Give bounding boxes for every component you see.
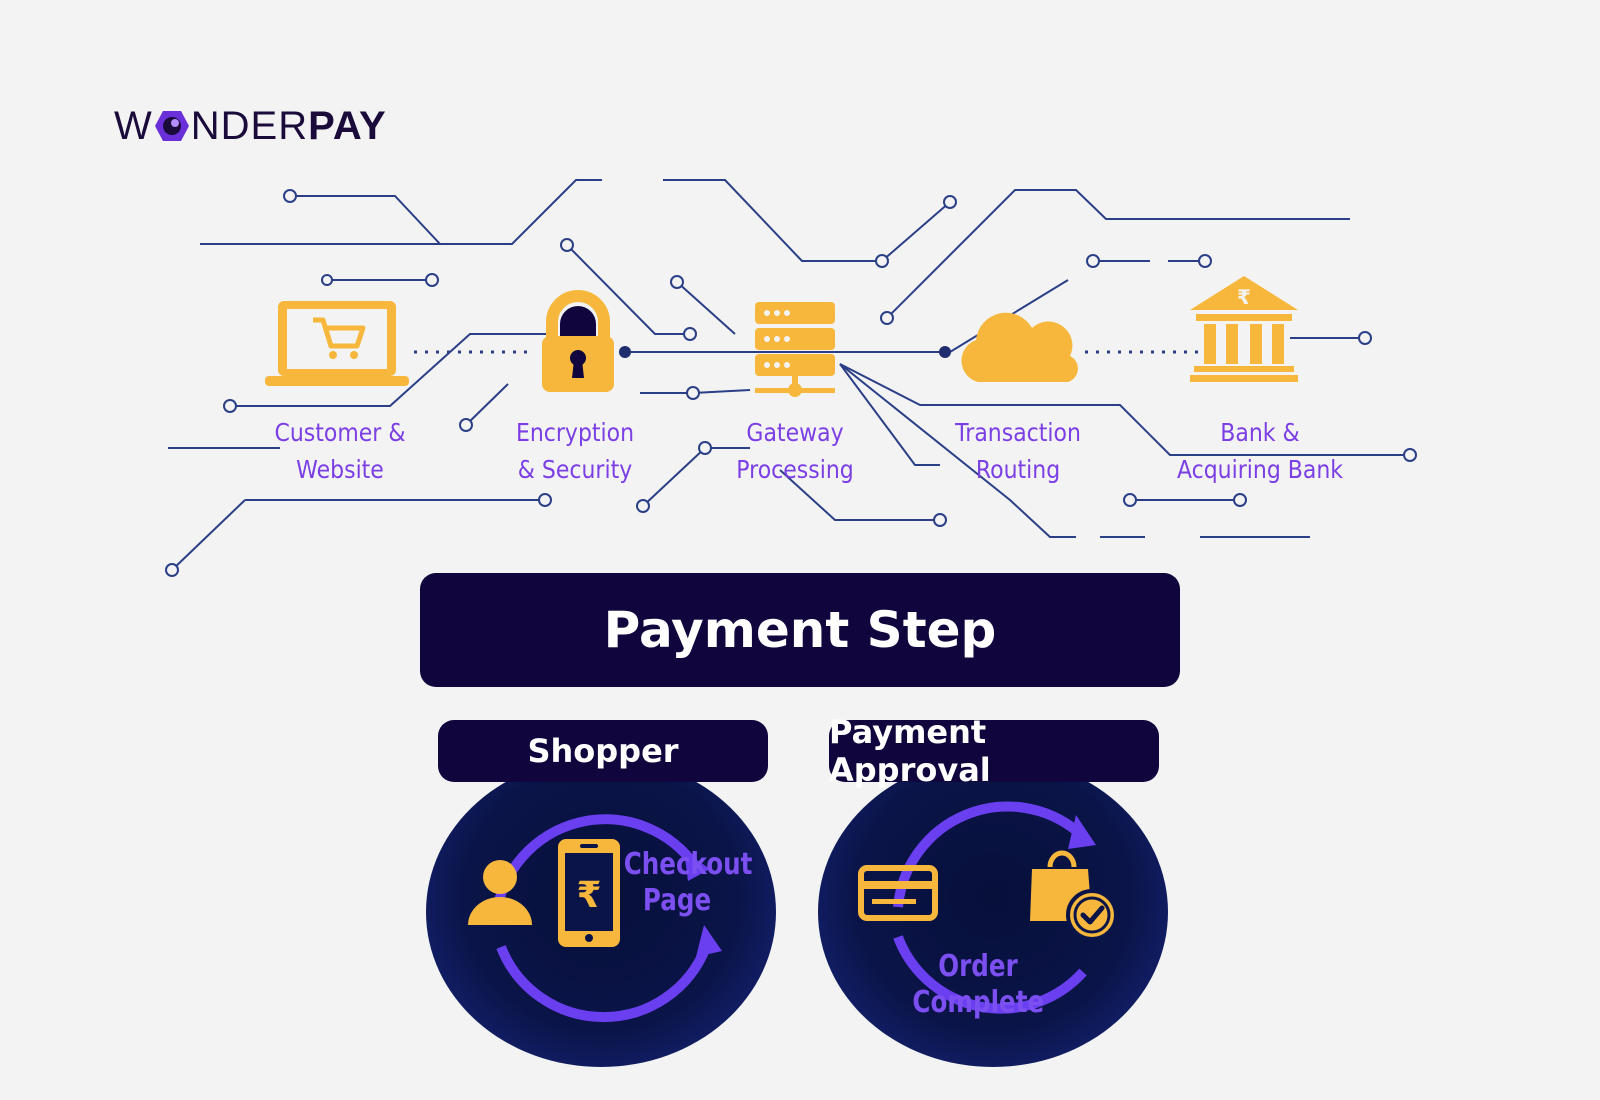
order-line2: Complete: [912, 985, 1045, 1020]
svg-text:₹: ₹: [1237, 285, 1251, 309]
wonderpay-logo: W NDER PAY: [114, 104, 387, 148]
node-label-line1: Gateway: [746, 418, 844, 447]
circuit-diagram: ₹: [165, 179, 1417, 577]
payment-approval-disc: Order Complete: [818, 757, 1168, 1067]
node-label-customer: Customer & Website: [243, 414, 437, 488]
node-label-line1: Transaction: [955, 418, 1081, 447]
shopper-disc: ₹ Checkout Page: [426, 757, 776, 1067]
logo-text-prefix: W: [114, 103, 153, 148]
node-label-line1: Customer &: [274, 418, 406, 447]
svg-text:₹: ₹: [576, 875, 601, 916]
shopping-bag-check-icon: [1030, 850, 1118, 941]
laptop-cart-icon: [265, 301, 409, 386]
payment-approval-pill: Payment Approval: [829, 713, 1159, 789]
node-label-line1: Encryption: [515, 418, 635, 447]
approval-cycle-arrows-icon: [893, 801, 1096, 1014]
node-label-line2: Acquiring Bank: [1176, 455, 1344, 484]
checkout-page-label: Checkout Page: [623, 847, 753, 919]
node-label-line2: Processing: [736, 455, 854, 484]
server-icon: [755, 302, 835, 397]
node-label-line2: & Security: [517, 455, 633, 484]
order-line1: Order: [938, 949, 1018, 984]
logo-text-suffix: PAY: [308, 103, 387, 148]
circuit-lines: [168, 179, 1410, 571]
node-label-line2: Routing: [975, 455, 1061, 484]
payment-step-banner: Payment Step: [420, 573, 1180, 687]
logo-text-middle: NDER: [190, 103, 309, 148]
order-complete-label: Order Complete: [912, 949, 1045, 1021]
shopper-pill: Shopper: [438, 720, 768, 782]
circuit-terminals: [165, 189, 1417, 577]
node-label-bank: Bank & Acquiring Bank: [1159, 414, 1361, 488]
node-label-routing: Transaction Routing: [921, 414, 1115, 488]
node-label-line2: Website: [296, 455, 384, 484]
checkout-line1: Checkout: [623, 847, 753, 882]
logo-hexagon-icon: [154, 108, 190, 144]
padlock-icon: [542, 290, 614, 392]
cloud-icon: [961, 312, 1078, 382]
node-label-gateway: Gateway Processing: [698, 414, 892, 488]
user-icon: [468, 860, 532, 925]
phone-rupee-icon: ₹: [558, 839, 620, 947]
bank-icon: ₹: [1190, 276, 1298, 382]
node-label-line1: Bank &: [1220, 418, 1300, 447]
credit-card-icon: [858, 865, 938, 921]
node-label-encryption: Encryption & Security: [478, 414, 672, 488]
checkout-line2: Page: [642, 883, 712, 918]
